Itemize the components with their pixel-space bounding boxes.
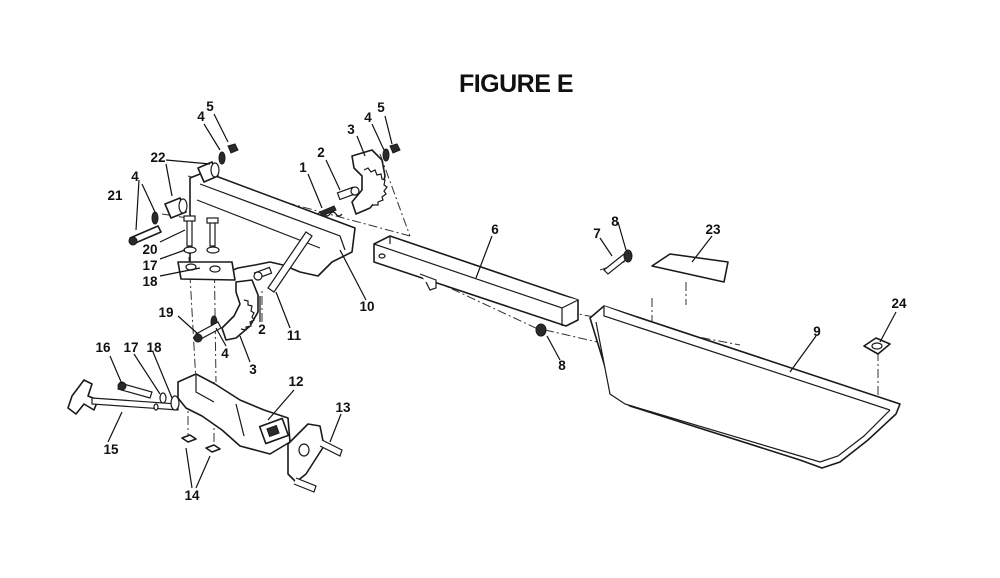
part-18-washers [183,246,220,254]
callout-12: 12 [288,374,303,389]
part-17-screws [183,215,219,247]
callout-21: 21 [107,188,123,203]
figure-title: FIGURE E [458,70,574,98]
part-21-bolt [128,225,162,246]
part-15-knob-rod [67,379,179,415]
part-17-washer-lower [159,392,167,404]
part-12-clamp-bracket [177,373,291,455]
callout-6: 6 [491,222,499,237]
callout-4-left: 4 [131,169,139,184]
callout-8-lower: 8 [558,358,566,373]
callout-18-upper: 18 [142,274,158,289]
callout-18-lower: 18 [146,340,162,355]
part-5-nuts [227,143,401,154]
leader-lines [107,113,897,489]
callout-24: 24 [891,296,907,311]
callout-14: 14 [184,488,200,503]
callout-3-lower: 3 [249,362,257,377]
callout-7: 7 [593,226,601,241]
callout-2-lower: 2 [258,322,266,337]
part-8-clip-upper [623,249,633,263]
callout-13: 13 [335,400,351,415]
part-1-spring [317,205,343,217]
part-18-washer-lower [170,395,180,411]
part-2-pin-lower [253,266,273,281]
callout-1: 1 [299,160,307,175]
part-3-pawl-lower [221,279,259,341]
callout-3-upper: 3 [347,122,355,137]
part-3-pawl-upper [351,149,388,215]
part-14-nuts [181,434,221,453]
callout-23: 23 [705,222,721,237]
callout-16: 16 [95,340,111,355]
callout-4-upper-right: 4 [364,110,372,125]
part-16-bolt-lower [117,381,153,399]
callout-labels: 1 2 3 4 5 22 4 5 3 4 21 4 20 17 18 19 2 … [95,99,907,503]
part-24-nut [863,337,891,355]
callout-8-upper: 8 [611,214,619,229]
callout-5-upper-right: 5 [377,100,385,115]
part-19-bolt [193,321,222,343]
callout-20: 20 [142,242,157,257]
part-8-clip-lower [535,323,547,337]
callout-9: 9 [813,324,821,339]
callout-15: 15 [103,442,119,457]
part-6-rail [373,235,579,327]
callout-17-upper: 17 [142,258,157,273]
callout-5-upper-left: 5 [206,99,214,114]
callout-11: 11 [287,328,302,343]
callout-17-lower: 17 [123,340,138,355]
part-9-guard-tray [589,305,901,469]
part-13-clamp-pad [287,423,343,493]
callout-22: 22 [150,150,165,165]
part-4-washers [151,148,390,329]
callout-4-upper-left: 4 [197,109,205,124]
part-23-label [651,253,729,283]
callout-4-lower: 4 [221,346,229,361]
callout-2-upper: 2 [317,145,325,160]
part-10-support-bracket [177,171,356,281]
part-11-shaft [267,231,313,293]
callout-19: 19 [158,305,173,320]
part-2-pin-upper [336,186,360,201]
callout-10: 10 [359,299,374,314]
